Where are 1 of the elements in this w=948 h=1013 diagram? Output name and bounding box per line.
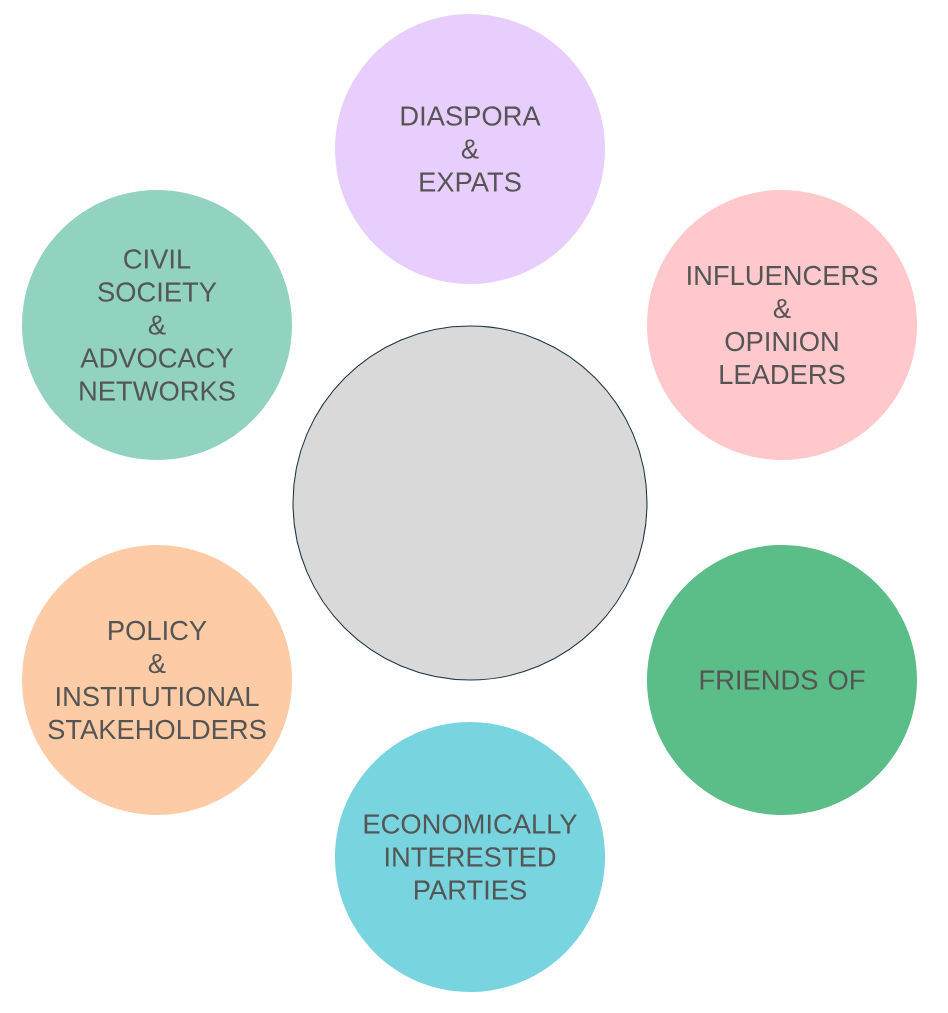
center-circle (292, 325, 648, 681)
